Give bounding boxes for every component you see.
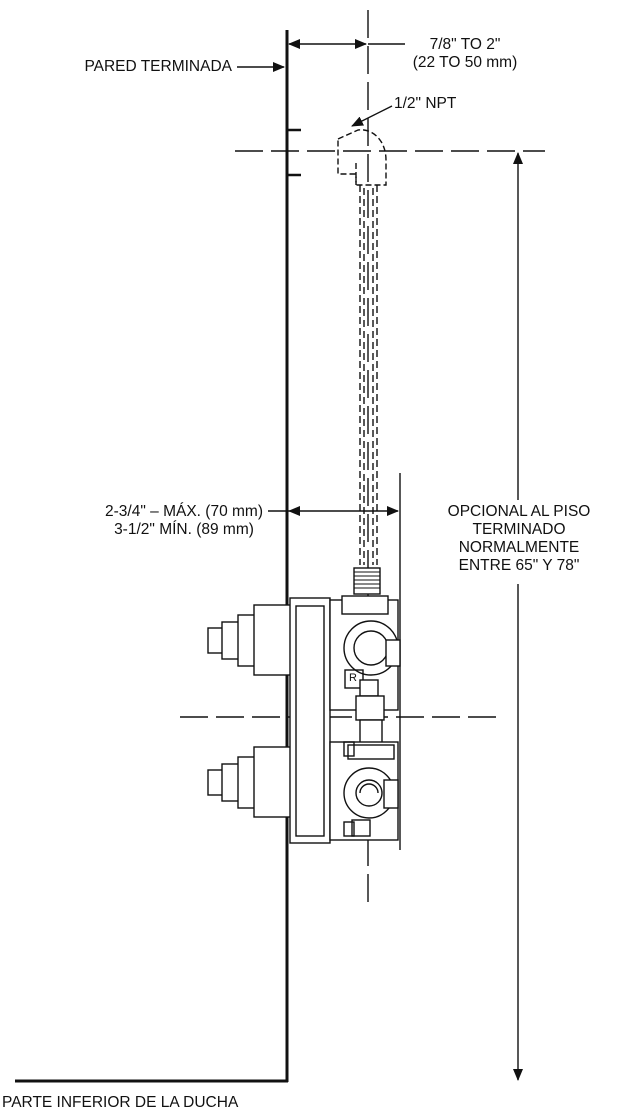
offset-dimension-line-1: 7/8" TO 2" xyxy=(429,36,501,53)
valve-port-mark: R xyxy=(349,672,357,684)
npt-leader-arrow xyxy=(351,105,393,127)
finished-wall-label: PARED TERMINADA xyxy=(84,58,232,75)
height-dimension-line-4: ENTRE 65" Y 78" xyxy=(458,557,580,574)
rough-in-depth-line-1: 2-3/4" – MÁX. (70 mm) xyxy=(105,503,263,520)
npt-label: 1/2" NPT xyxy=(394,95,457,112)
shower-bottom-label: PARTE INFERIOR DE LA DUCHA xyxy=(2,1094,239,1111)
rough-in-depth-line-2: 3-1/2" MÍN. (89 mm) xyxy=(114,521,254,538)
offset-dimension-label: 7/8" TO 2" (22 TO 50 mm) xyxy=(400,36,530,72)
height-dimension-label: OPCIONAL AL PISO TERMINADO NORMALMENTE E… xyxy=(429,503,609,575)
height-dimension-line-3: NORMALMENTE xyxy=(458,539,580,556)
valve-body xyxy=(289,595,401,844)
threaded-nipple xyxy=(353,567,381,595)
offset-dimension-line-2: (22 TO 50 mm) xyxy=(412,54,518,71)
supply-pipe xyxy=(359,185,378,565)
elbow-fitting xyxy=(337,129,387,186)
height-dimension-line-2: TERMINADO xyxy=(472,521,566,538)
left-supply-stubs xyxy=(207,604,293,818)
rough-in-depth-label: 2-3/4" – MÁX. (70 mm) 3-1/2" MÍN. (89 mm… xyxy=(100,503,268,539)
height-dimension-line-1: OPCIONAL AL PISO xyxy=(447,503,591,520)
